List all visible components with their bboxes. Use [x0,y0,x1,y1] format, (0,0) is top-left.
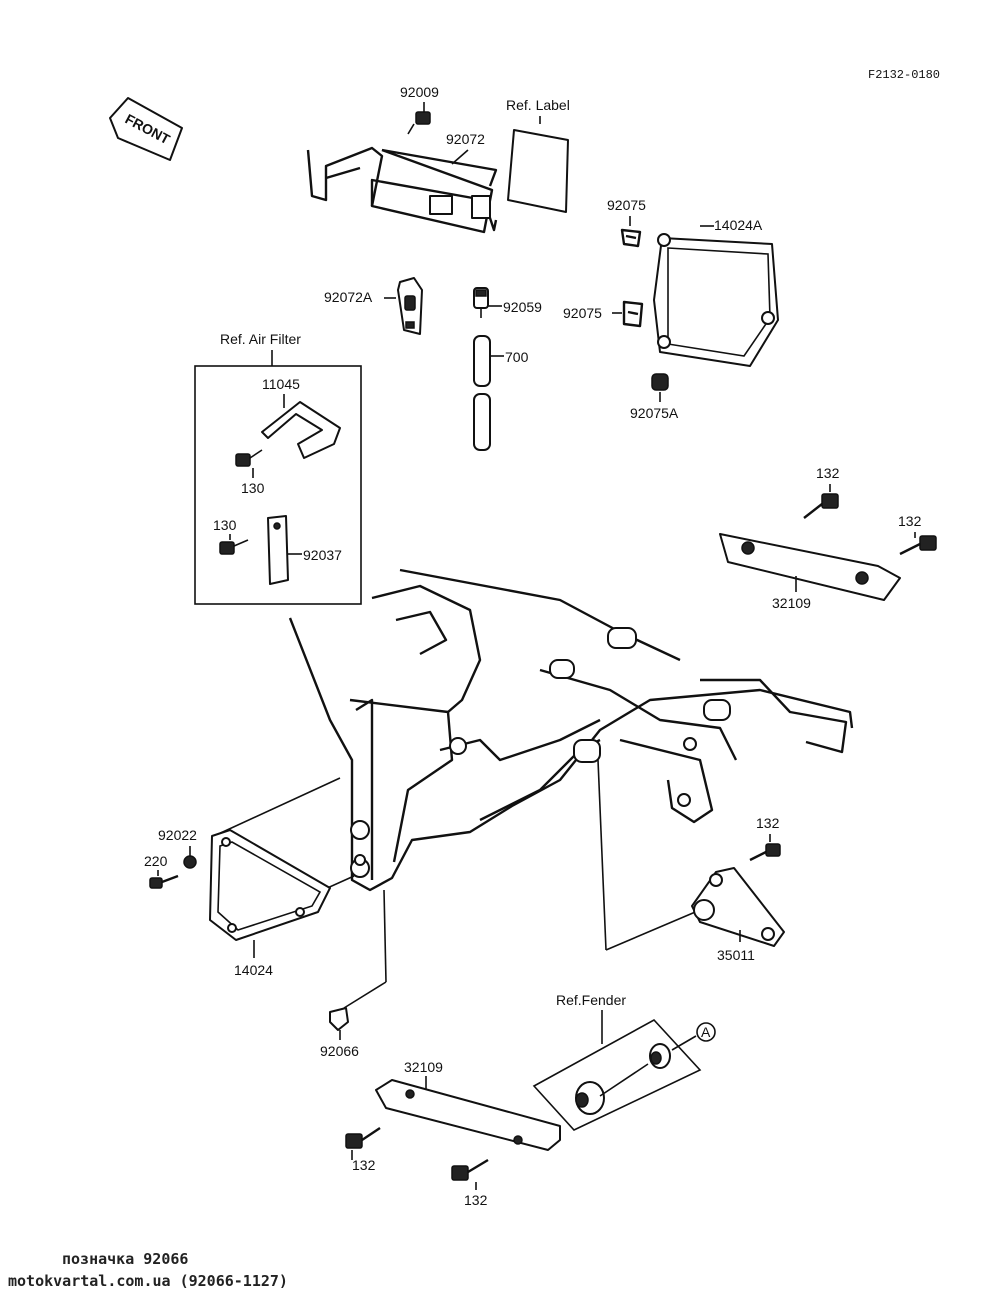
bolt-132-a [803,493,839,519]
bracket-92072 [306,146,498,234]
bracket-35011 [691,867,785,947]
frame-assembly [288,568,854,892]
bolt-130-a [235,449,263,467]
label-92066: 92066 [320,1043,359,1059]
bolt-132-b [899,535,937,556]
label-32109-bot: 32109 [404,1059,443,1075]
label-220: 220 [144,853,168,869]
bushing-fender-a [575,1081,605,1115]
tube-700 [473,335,491,451]
label-132-e: 132 [464,1192,488,1208]
bracket-11045 [261,401,341,459]
nut-92075A [651,373,669,391]
label-132-b: 132 [898,513,922,529]
label-ref-air-filter: Ref. Air Filter [220,331,301,347]
label-ref-label: Ref. Label [506,97,570,113]
label-92075-mid: 92075 [563,305,602,321]
bolt-130-b [219,539,249,555]
label-132-a: 132 [816,465,840,481]
label-92009: 92009 [400,84,439,100]
label-92059: 92059 [503,299,542,315]
label-130-a: 130 [241,480,265,496]
label-92072A: 92072A [324,289,373,305]
label-32109-top: 32109 [772,595,811,611]
front-arrow-icon: FRONT [109,97,183,161]
strap-92037 [267,515,289,585]
label-92075-top: 92075 [607,197,646,213]
label-92022: 92022 [158,827,197,843]
footer-source-link[interactable]: motokvartal.com.ua (92066-1127) [8,1272,288,1290]
label-14024A: 14024A [714,217,763,233]
label-130-b: 130 [213,517,237,533]
clip-92075-mid [622,300,644,328]
label-132-c: 132 [756,815,780,831]
ref-label-sticker [507,129,569,213]
label-ref-fender: Ref.Fender [556,992,626,1008]
bushing-fender-b [649,1043,671,1069]
plate-32109-top [719,533,901,601]
label-14024: 14024 [234,962,273,978]
ref-marker-a [696,1022,716,1042]
label-A: A [701,1024,711,1040]
bolt-132-c [749,843,781,862]
fender-group-outline [532,1018,702,1131]
bolt-132-d [345,1127,381,1149]
diagram-code: F2132-0180 [868,68,940,82]
bolt-92009 [407,111,431,135]
clip-92075-top [620,228,642,248]
label-700: 700 [505,349,529,365]
bolt-220 [149,874,179,889]
plate-32109-bottom [375,1079,561,1151]
label-35011: 35011 [717,947,755,963]
washer-92022 [183,855,197,869]
grommet-92059 [473,287,489,318]
label-92075A: 92075A [630,405,679,421]
air-filter-group-box [194,365,362,605]
cover-14024 [209,829,331,941]
footer-part-note: позначка 92066 [62,1250,189,1268]
label-132-d: 132 [352,1157,376,1173]
label-11045: 11045 [262,376,300,392]
label-92072: 92072 [446,131,485,147]
clip-92066 [329,1007,349,1031]
bolt-132-e [451,1158,489,1181]
label-92037: 92037 [303,547,342,563]
cover-14024A [653,233,779,367]
